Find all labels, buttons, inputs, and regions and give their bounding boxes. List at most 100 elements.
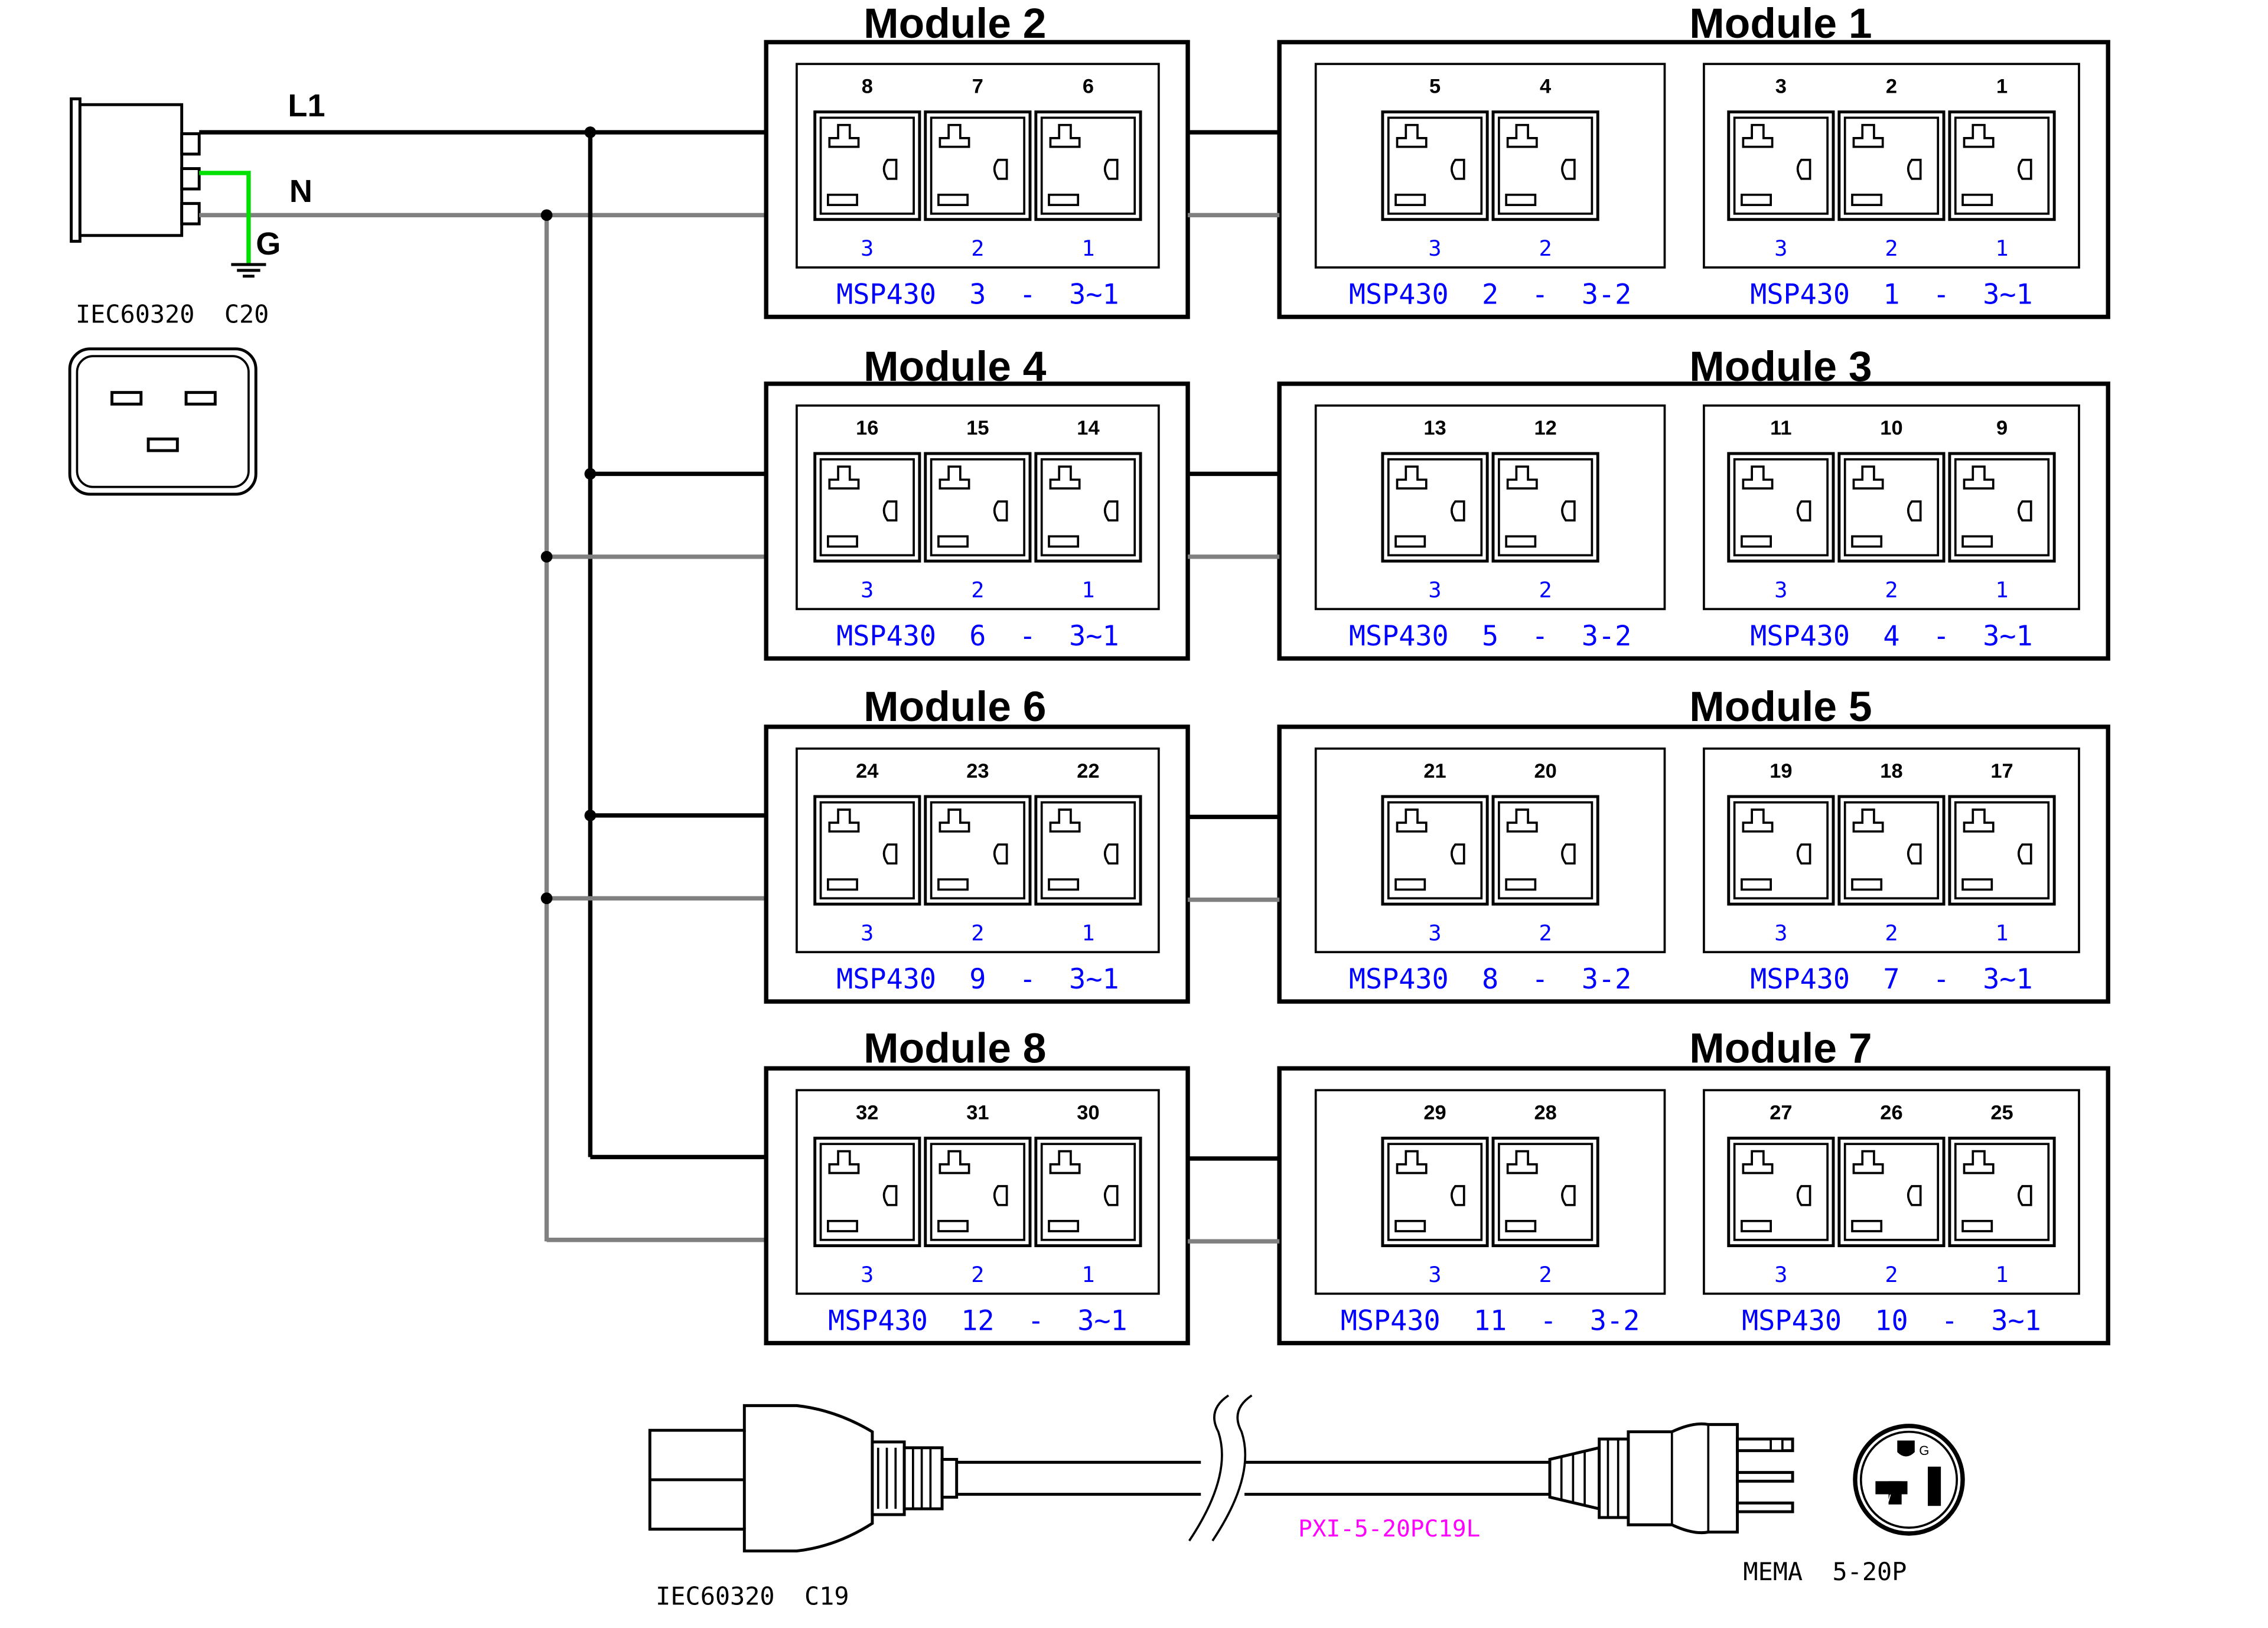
outlet-index-label: 2	[1539, 236, 1552, 261]
outlet-icon	[1727, 452, 1835, 563]
outlet-index-label: 3	[1774, 236, 1787, 261]
outlet-position-label: 20	[1534, 760, 1556, 782]
outlet-position-label: 29	[1423, 1101, 1446, 1124]
module-title: Module 8	[863, 1025, 1046, 1072]
outlet-index-label: 2	[1539, 1262, 1552, 1287]
module-title: Module 5	[1689, 683, 1872, 730]
outlet-position-label: 1	[1996, 76, 2008, 98]
outlet-position-label: 16	[856, 417, 878, 439]
outlet-index-label: 1	[1995, 921, 2008, 946]
outlet-index-label: 1	[1081, 1262, 1094, 1287]
outlet-index-label: 1	[1995, 236, 2008, 261]
outlet-icon	[1727, 110, 1835, 221]
module-frame	[764, 381, 1190, 661]
outlet-icon	[1491, 1136, 1599, 1248]
outlet-position-label: 5	[1429, 76, 1441, 98]
outlet-icon	[1034, 1136, 1142, 1248]
receptacle-caption: MSP430 10 - 3~1	[1742, 1305, 2041, 1337]
outlet-position-label: 8	[862, 76, 873, 98]
receptacle-panel	[796, 747, 1160, 954]
outlet-icon	[1948, 1136, 2056, 1248]
receptacle-panel	[1703, 1089, 2080, 1295]
outlet-icon	[1727, 795, 1835, 906]
iec-c20-inlet	[70, 97, 201, 243]
outlet-position-label: 31	[966, 1101, 989, 1124]
outlet-position-label: 30	[1077, 1101, 1099, 1124]
receptacle-caption: MSP430 1 - 3~1	[1750, 279, 2032, 311]
receptacle-caption: MSP430 8 - 3-2	[1349, 964, 1631, 996]
outlet-position-label: 15	[966, 417, 989, 439]
receptacle-panel	[1314, 63, 1666, 269]
outlet-icon	[924, 110, 1032, 221]
module-frame	[1277, 40, 2110, 319]
outlet-position-label: 12	[1534, 417, 1556, 439]
outlet-index-label: 3	[861, 236, 874, 261]
outlet-icon	[813, 110, 921, 221]
outlet-index-label: 2	[1885, 236, 1898, 261]
wire-label-l1: L1	[288, 88, 325, 123]
module-title: Module 7	[1689, 1025, 1872, 1072]
outlet-position-label: 23	[966, 760, 989, 782]
outlet-icon	[1034, 795, 1142, 906]
outlet-position-label: 3	[1775, 76, 1787, 98]
outlet-index-label: 3	[1428, 1262, 1441, 1287]
outlet-position-label: 19	[1770, 760, 1792, 782]
receptacle-caption: MSP430 3 - 3~1	[836, 279, 1119, 311]
outlet-position-label: 6	[1083, 76, 1094, 98]
outlet-index-label: 3	[861, 578, 874, 603]
receptacle-panel	[1703, 747, 2080, 954]
module-frame	[1277, 725, 2110, 1004]
outlet-icon	[813, 795, 921, 906]
module-frame	[1277, 1066, 2110, 1346]
outlet-index-label: 3	[1774, 921, 1787, 946]
power-cord	[648, 1394, 1794, 1552]
module-title: Module 6	[863, 683, 1046, 730]
plug-label: MEMA 5-20P	[1743, 1557, 1907, 1586]
wire-label-g: G	[256, 226, 281, 262]
outlet-index-label: 1	[1995, 1262, 2008, 1287]
outlet-position-label: 22	[1077, 760, 1099, 782]
receptacle-caption: MSP430 12 - 3~1	[828, 1305, 1128, 1337]
receptacle-caption: MSP430 6 - 3~1	[836, 621, 1119, 652]
module-frame	[764, 40, 1190, 319]
outlet-position-label: 26	[1880, 1101, 1902, 1124]
outlet-index-label: 2	[1539, 578, 1552, 603]
receptacle-panel	[796, 63, 1160, 269]
receptacle-panel	[796, 1089, 1160, 1295]
outlet-position-label: 25	[1990, 1101, 2013, 1124]
outlet-icon	[1837, 795, 1946, 906]
receptacle-caption: MSP430 2 - 3-2	[1349, 279, 1631, 311]
outlet-icon	[813, 452, 921, 563]
outlet-icon	[1948, 452, 2056, 563]
module-frame	[1277, 381, 2110, 661]
receptacle-panel	[1314, 747, 1666, 954]
outlet-icon	[1381, 1136, 1489, 1248]
outlet-icon	[1381, 110, 1489, 221]
outlet-position-label: 9	[1996, 417, 2008, 439]
module-frame	[764, 725, 1190, 1004]
outlet-position-label: 13	[1423, 417, 1446, 439]
outlet-index-label: 3	[1428, 578, 1441, 603]
svg-text:W: W	[1881, 1492, 1891, 1504]
outlet-index-label: 2	[1539, 921, 1552, 946]
outlet-index-label: 1	[1081, 921, 1094, 946]
outlet-icon	[1381, 452, 1489, 563]
c20-face-icon	[68, 347, 258, 496]
outlet-icon	[1837, 452, 1946, 563]
outlet-icon	[1491, 110, 1599, 221]
outlet-position-label: 14	[1077, 417, 1099, 439]
wire-label-n: N	[289, 174, 312, 209]
